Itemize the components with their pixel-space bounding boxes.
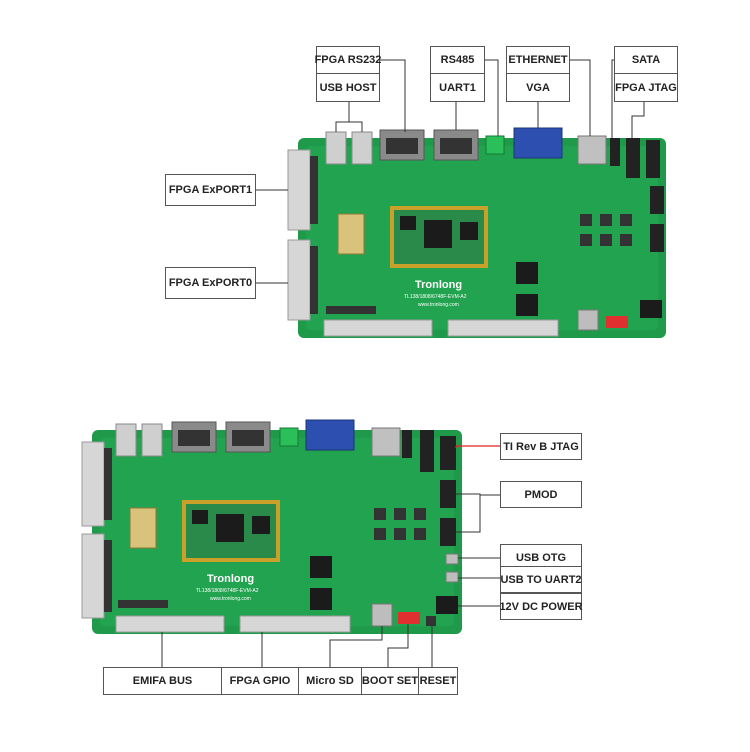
label-boot-set: BOOT SET <box>361 667 419 695</box>
top-brand: Tronlong <box>415 279 462 291</box>
bottom-reset-button <box>426 616 436 626</box>
bottom-model: TL138/1808/6748F-EVM-A2 <box>196 588 259 594</box>
label-fpga-rs232: FPGA RS232 <box>315 46 381 74</box>
label-fpga-jtag: FPGA JTAG <box>614 74 678 102</box>
top-model: TL138/1808/6748F-EVM-A2 <box>404 294 467 300</box>
top-fpga-jtag-header <box>626 138 640 178</box>
label-ti-jtag: TI Rev B JTAG <box>500 433 582 460</box>
top-inductor-2 <box>516 294 538 316</box>
bottom-dc-jack <box>436 596 458 614</box>
bottom-pmod-header-2 <box>440 518 456 546</box>
label-usb-host: USB HOST <box>316 74 380 102</box>
top-buttons <box>580 214 632 246</box>
top-emifa-header <box>323 319 433 337</box>
label-fpga-gpio: FPGA GPIO <box>221 667 299 695</box>
bottom-gpio-header <box>239 615 351 633</box>
bottom-website: www.tronlong.com <box>210 596 251 602</box>
label-reset: RESET <box>418 667 458 695</box>
bottom-buttons <box>374 508 426 540</box>
bottom-pmod-header-1 <box>440 480 456 508</box>
label-uart1: UART1 <box>430 74 485 102</box>
label-usb-to-uart2: USB TO UART2 <box>500 566 582 593</box>
top-inductor-1 <box>516 262 538 284</box>
bottom-dip-switch <box>398 612 420 624</box>
label-fpga-export0: FPGA ExPORT0 <box>165 267 256 299</box>
top-microsd <box>577 309 599 331</box>
top-dc-jack <box>640 300 662 318</box>
bottom-brand: Tronlong <box>207 573 254 585</box>
bottom-usb-otg <box>445 553 459 565</box>
bottom-ti-jtag-header <box>420 430 434 472</box>
top-terminal-block <box>485 135 505 155</box>
label-ethernet: ETHERNET <box>506 46 570 74</box>
top-sata-connector <box>610 138 620 166</box>
label-fpga-export1: FPGA ExPORT1 <box>165 174 256 206</box>
label-sata: SATA <box>614 46 678 74</box>
label-micro-sd: Micro SD <box>298 667 362 695</box>
bottom-emifa-header <box>115 615 225 633</box>
top-ethernet-jack <box>577 135 607 165</box>
label-rs485: RS485 <box>430 46 485 74</box>
top-gpio-header <box>447 319 559 337</box>
top-vga-connector <box>513 127 563 159</box>
top-battery-holder <box>337 213 365 255</box>
label-emifa-bus: EMIFA BUS <box>103 667 222 695</box>
label-vga: VGA <box>506 74 570 102</box>
top-website: www.tronlong.com <box>418 302 459 308</box>
label-pmod: PMOD <box>500 481 582 508</box>
label-12v-dc-power: 12V DC POWER <box>499 593 583 620</box>
top-dip-switch <box>606 316 628 328</box>
bottom-usb-uart2 <box>445 571 459 583</box>
